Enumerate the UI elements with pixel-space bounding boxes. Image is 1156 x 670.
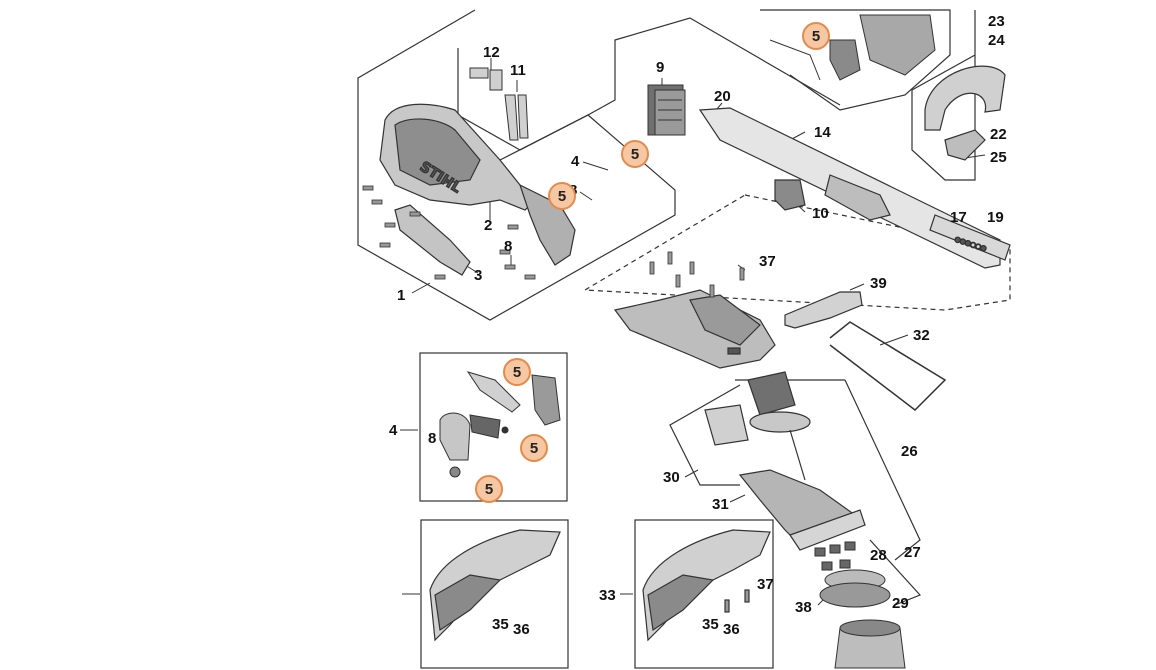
part-label-28: 28 xyxy=(870,547,887,564)
part-label-4-detail: 4 xyxy=(389,422,398,439)
screws-guard xyxy=(649,251,745,298)
part-label-25: 25 xyxy=(990,149,1007,166)
guard-detail-33 xyxy=(642,529,771,642)
part-label-14: 14 xyxy=(814,124,831,141)
group-frame-handle xyxy=(357,9,676,321)
handle-bar xyxy=(784,291,863,329)
screws-handle xyxy=(362,185,536,280)
motor-head xyxy=(704,371,866,551)
detail-4-parts xyxy=(439,371,561,478)
guard-detail-left xyxy=(429,529,561,642)
part-label-3: 3 xyxy=(474,267,483,284)
part-label-23: 23 xyxy=(988,13,1005,30)
part-label-12: 12 xyxy=(483,44,500,61)
part-label-8-detail: 8 xyxy=(428,430,437,447)
part-label-26: 26 xyxy=(901,443,918,460)
part-label-22: 22 xyxy=(990,126,1007,143)
part-label-29: 29 xyxy=(892,595,909,612)
top-right-assembly xyxy=(769,14,936,81)
highlight-part-5[interactable]: 5 xyxy=(802,22,830,50)
part-label-36: 36 xyxy=(513,621,530,638)
handle-housing: STIHL xyxy=(379,103,576,266)
part-label-30: 30 xyxy=(663,469,680,486)
highlight-part-5[interactable]: 5 xyxy=(503,358,531,386)
guard-body xyxy=(613,289,776,369)
group-frame-switch xyxy=(457,17,841,151)
part-label-2: 2 xyxy=(484,217,493,234)
part-label-33: 33 xyxy=(599,587,616,604)
group-frame-bracket xyxy=(911,10,976,181)
part-label-19: 19 xyxy=(987,209,1004,226)
part-label-11: 11 xyxy=(510,62,526,79)
group-frame-head xyxy=(844,379,921,561)
spool-parts xyxy=(814,541,906,669)
group-frame-top-right xyxy=(760,9,951,111)
part-label-17: 17 xyxy=(950,209,967,226)
part-label-8: 8 xyxy=(504,238,513,255)
part-label-35: 35 xyxy=(702,616,719,633)
part-label-35: 35 xyxy=(492,616,509,633)
part-label-1: 1 xyxy=(397,287,406,304)
handle-strip xyxy=(394,204,471,276)
part-label-10: 10 xyxy=(812,205,829,222)
part-label-27: 27 xyxy=(904,544,921,561)
switch-parts xyxy=(469,67,529,141)
part-label-32: 32 xyxy=(913,327,930,344)
detail-box-guard-left xyxy=(420,519,569,669)
detail-box-guard-33 xyxy=(634,519,774,669)
part-label-37: 37 xyxy=(759,253,776,270)
part-label-38: 38 xyxy=(795,599,812,616)
bracket-assembly xyxy=(924,65,1006,161)
highlight-part-5[interactable]: 5 xyxy=(520,434,548,462)
part-label-24: 24 xyxy=(988,32,1005,49)
electronics-module xyxy=(647,84,686,136)
wire-bow xyxy=(829,321,947,411)
part-label-4: 4 xyxy=(571,153,580,170)
part-label-39: 39 xyxy=(870,275,887,292)
highlight-part-5[interactable]: 5 xyxy=(475,475,503,503)
part-label-20: 20 xyxy=(714,88,731,105)
group-frame-guard xyxy=(582,194,1011,311)
part-label-31: 31 xyxy=(712,496,729,513)
part-label-9: 9 xyxy=(656,59,665,76)
highlight-part-5[interactable]: 5 xyxy=(548,182,576,210)
highlight-part-5[interactable]: 5 xyxy=(621,140,649,168)
part-label-36: 36 xyxy=(723,621,740,638)
shaft: ●●●○○● xyxy=(698,107,1011,269)
part-label-37: 37 xyxy=(757,576,774,593)
